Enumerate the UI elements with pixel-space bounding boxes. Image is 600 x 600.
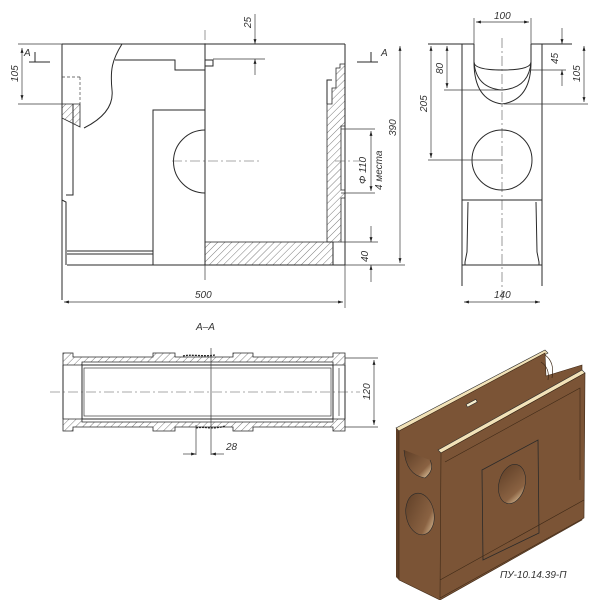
dimension-slot-width: 100 xyxy=(473,11,532,44)
svg-text:100: 100 xyxy=(494,11,511,22)
svg-text:105: 105 xyxy=(572,65,583,82)
svg-text:A: A xyxy=(23,48,31,59)
dimension-bottom-thickness: 40 xyxy=(341,226,378,282)
svg-text:A: A xyxy=(380,48,388,59)
svg-text:80: 80 xyxy=(435,62,446,74)
dimension-hole-diameter: Φ 110 4 места xyxy=(341,128,385,194)
product-code: ПУ-10.14.39-П xyxy=(500,570,567,581)
section-marker-right: A xyxy=(357,48,388,63)
dimension-inner-width: 120 xyxy=(345,357,378,428)
svg-text:120: 120 xyxy=(362,383,373,400)
svg-text:4 места: 4 места xyxy=(374,150,385,190)
dimension-height: 390 xyxy=(345,46,405,266)
dimension-joint-offset: 28 xyxy=(183,442,238,456)
svg-text:28: 28 xyxy=(225,442,238,453)
svg-text:Φ 110: Φ 110 xyxy=(358,156,369,184)
section-marker-left: A xyxy=(23,48,50,63)
front-view: A A 25 105 390 xyxy=(10,14,405,308)
dimension-hole-center: 205 xyxy=(419,46,502,161)
svg-text:40: 40 xyxy=(360,250,371,262)
dimension-slot-depth-a: 45 xyxy=(531,28,566,86)
svg-text:140: 140 xyxy=(494,290,511,301)
svg-text:205: 205 xyxy=(419,95,430,113)
svg-text:500: 500 xyxy=(195,290,212,301)
section-label: A–A xyxy=(195,322,215,333)
isometric-product-view: ПУ-10.14.39-П xyxy=(395,349,586,600)
side-view: 100 80 205 45 105 140 xyxy=(419,11,588,304)
section-view: A–A 120 28 xyxy=(50,322,378,456)
dimension-slot-depth-b: 105 xyxy=(504,46,588,105)
svg-text:105: 105 xyxy=(10,65,21,82)
dimension-side-depth: 105 xyxy=(10,43,62,105)
dimension-slot-depth-inner: 80 xyxy=(435,46,502,91)
dimension-width: 500 xyxy=(64,265,346,308)
svg-text:45: 45 xyxy=(550,52,561,64)
svg-text:25: 25 xyxy=(243,16,254,29)
dimension-top-offset: 25 xyxy=(213,14,265,75)
svg-text:390: 390 xyxy=(388,119,399,136)
dimension-side-width: 140 xyxy=(464,290,540,304)
